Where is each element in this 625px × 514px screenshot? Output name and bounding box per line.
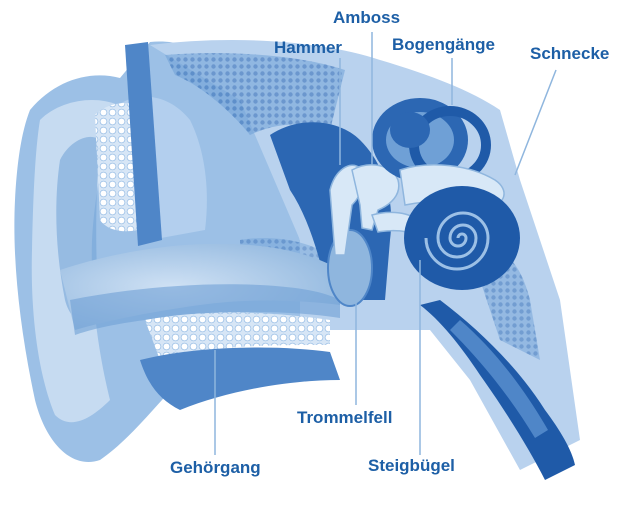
canal-ring-3 bbox=[390, 112, 430, 148]
label-schnecke: Schnecke bbox=[530, 44, 609, 64]
label-amboss: Amboss bbox=[333, 8, 400, 28]
label-gehoergang: Gehörgang bbox=[170, 458, 261, 478]
canal-bottom bbox=[140, 347, 340, 410]
cochlea-body bbox=[404, 186, 520, 290]
label-steigbuegel: Steigbügel bbox=[368, 456, 455, 476]
label-bogengaenge: Bogengänge bbox=[392, 35, 495, 55]
label-trommelfell: Trommelfell bbox=[297, 408, 392, 428]
leader-schnecke bbox=[515, 70, 556, 175]
label-hammer: Hammer bbox=[274, 38, 342, 58]
